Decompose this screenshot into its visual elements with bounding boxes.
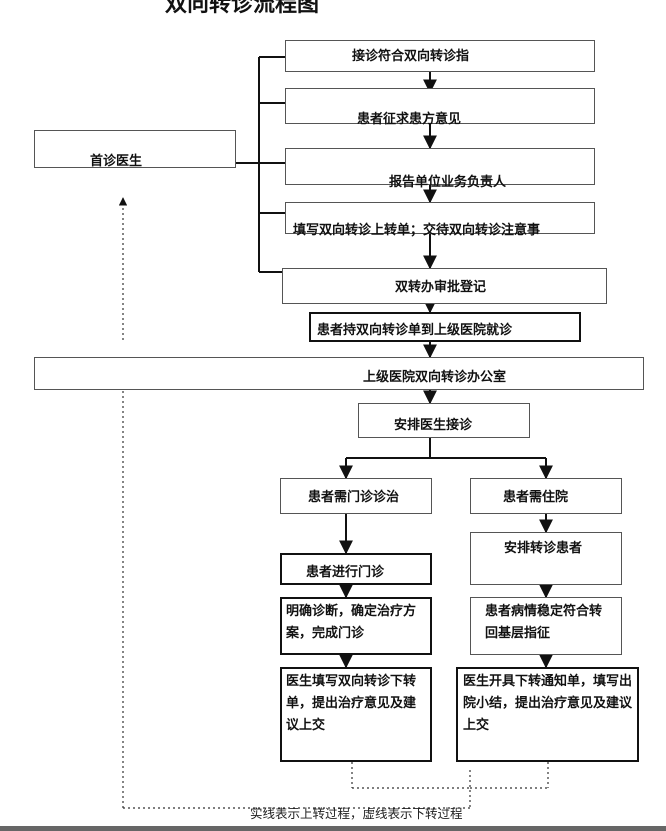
node-step4	[285, 202, 595, 234]
node-arrange-patient	[470, 532, 622, 585]
node-discharge-label: 医生开具下转通知单，填写出院小结，提出治疗意见及建议上交	[463, 674, 633, 733]
node-doctor-downform	[280, 667, 432, 762]
node-arrange-patient-label: 安排转诊患者	[504, 541, 583, 556]
node-outpatient-need-label: 患者需门诊诊治	[308, 490, 400, 505]
node-step5-label: 双转办审批登记	[395, 280, 487, 295]
node-first-doctor	[34, 130, 236, 168]
node-step3-label: 报告单位业务负责人	[389, 175, 507, 190]
node-discharge	[456, 667, 639, 762]
node-first-doctor-label: 首诊医生	[90, 154, 143, 169]
node-outpatient-do-label: 患者进行门诊	[306, 565, 385, 580]
node-diagnosis-label: 明确诊断，确定治疗方案，完成门诊	[286, 604, 417, 641]
bottom-border	[0, 826, 666, 831]
node-stable	[470, 597, 622, 655]
node-upper-office-label: 上级医院双向转诊办公室	[363, 370, 507, 385]
node-step6	[309, 312, 581, 342]
node-diagnosis	[280, 597, 432, 655]
node-step5	[282, 268, 607, 304]
node-step2	[285, 88, 595, 124]
node-outpatient-do	[280, 553, 432, 585]
node-stable-label: 患者病情稳定符合转回基层指征	[485, 604, 603, 641]
node-doctor-downform-label: 医生填写双向转诊下转单，提出治疗意见及建议上交	[286, 674, 417, 733]
node-upper-office	[34, 357, 644, 390]
node-step4-label: 填写双向转诊上转单；交待双向转诊注意事	[293, 223, 541, 238]
node-arrange-doctor	[358, 403, 530, 438]
legend-caption: 实线表示上转过程，虚线表示下转过程	[250, 806, 463, 821]
node-outpatient-need	[280, 478, 432, 514]
node-step2-label: 患者征求患方意见	[357, 112, 462, 127]
node-inpatient-need	[470, 478, 622, 514]
node-step3	[285, 148, 595, 185]
node-step1	[285, 40, 595, 72]
node-arrange-doctor-label: 安排医生接诊	[394, 418, 473, 433]
node-step6-label: 患者持双向转诊单到上级医院就诊	[317, 323, 513, 338]
node-step1-label: 接诊符合双向转诊指	[352, 49, 470, 64]
node-inpatient-need-label: 患者需住院	[503, 490, 569, 505]
title-fragment: 双向转诊流程图	[165, 0, 320, 17]
